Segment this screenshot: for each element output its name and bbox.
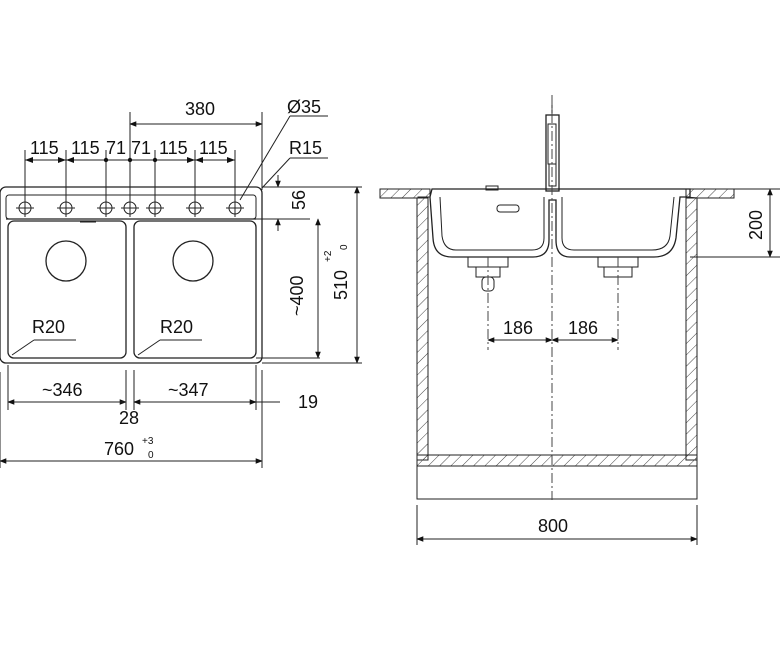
dim-bowl-height: 200 [746,210,766,240]
cabinet-floor [416,454,698,467]
dim-overall-depth-tol-lower: 0 [339,244,350,250]
dim-overall-width-tol-upper: +3 [142,436,154,447]
tap-holes [16,199,244,217]
dim-spacing-5: 115 [159,138,188,158]
tap-hole-5 [146,199,164,217]
dim-bowl-width-right: ~347 [168,380,209,400]
dim-side-margin: 19 [298,392,318,412]
dim-spacing-4: 71 [131,138,151,158]
dim-tap-span: 380 [185,99,215,119]
overflow [496,204,520,213]
dim-overall-width-tol-lower: 0 [148,450,154,461]
dim-overall-width: 760 [104,439,134,459]
tap-hole-3 [97,199,115,217]
cabinet-wall-right [685,197,698,461]
tap-hole-2 [57,199,75,217]
cabinet-wall-left [416,197,429,461]
dim-bowl-radius-left: R20 [32,317,65,337]
dim-spacing-3: 71 [106,138,126,158]
sink-outline [0,186,263,364]
tap-hole-4 [121,199,139,217]
dim-overall-depth: 510 [331,270,351,300]
dim-overall-depth-tol-upper: +2 [323,250,334,262]
dim-spacing-1: 115 [30,138,59,158]
drain-right [172,240,214,282]
dim-corner-radius: R15 [289,138,322,158]
tap-hole-1 [16,199,34,217]
dim-drain-offset-left: 186 [503,318,533,338]
tap-hole-6 [186,199,204,217]
dim-spacing-2: 115 [71,138,100,158]
deck-strip [5,194,257,220]
dim-divider-width: 28 [119,408,139,428]
dim-bowl-width-left: ~346 [42,380,83,400]
top-view: 380 115 115 71 71 115 115 Ø35 R15 [0,97,362,468]
sink-body [429,188,691,258]
bowl-right [133,220,257,359]
bowl-left [7,220,127,359]
dim-spacing-6: 115 [199,138,228,158]
tap-hole-7 [226,199,244,217]
dim-deck-depth: 56 [289,190,309,210]
worktop-right [685,188,735,199]
dim-cabinet-width: 800 [538,516,568,536]
dim-bowl-radius-right: R20 [160,317,193,337]
dim-drain-offset-right: 186 [568,318,598,338]
drain-left [45,240,87,282]
cabinet-plinth [416,465,698,500]
dim-hole-diameter: Ø35 [287,97,321,117]
side-view: 186 186 200 800 [379,95,780,545]
dim-bowl-depth: ~400 [287,275,307,316]
worktop [379,188,431,199]
